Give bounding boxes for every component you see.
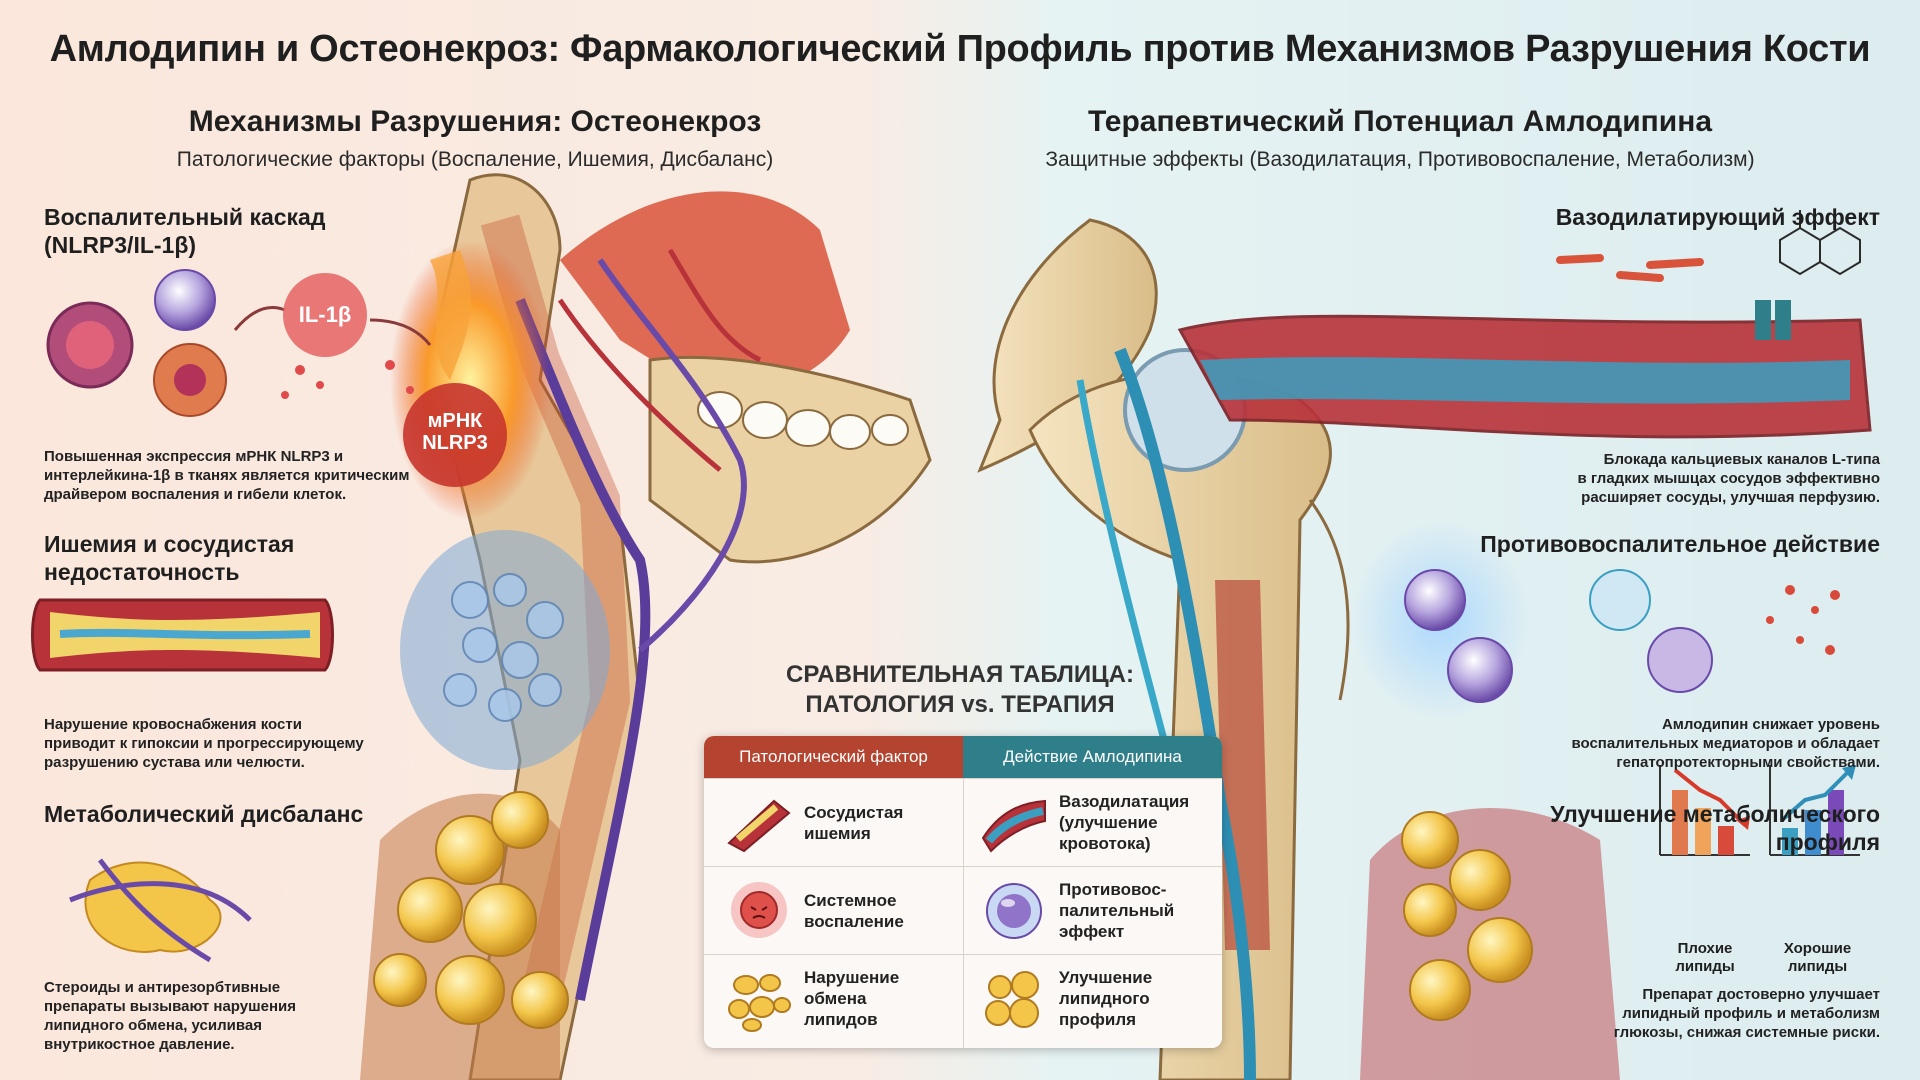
- right-heading: Терапевтический Потенциал Амлодипина: [1087, 105, 1713, 138]
- left-heading: Механизмы Разрушения: Остеонекроз: [188, 105, 762, 138]
- metabolic-text-right: Препарат достоверно улучшает липидный пр…: [1613, 986, 1880, 1041]
- col-header-pathology: Патологический фактор: [704, 736, 963, 778]
- mrna-label: мРНК NLRP3: [422, 410, 488, 454]
- metabolic-title-left: Метаболический дисбаланс: [44, 801, 364, 827]
- factor-ischemia: Сосудистая ишемия: [804, 803, 904, 843]
- col-header-action: Действие Амлодипина: [963, 736, 1222, 778]
- inflammation-cells: [46, 269, 507, 487]
- metabolic-text-left: Стероиды и антирезорбтивные препараты вы…: [44, 979, 296, 1053]
- page-title: Амлодипин и Остеонекроз: Фармакологическ…: [49, 28, 1871, 70]
- calm-cell-icon: [986, 883, 1042, 939]
- vasodilation-vessel-icon: [981, 799, 1046, 853]
- ischemia-title: Ишемия и сосудистая недостаточность: [44, 531, 295, 585]
- fat-cells-left: [360, 791, 569, 1080]
- femur-illustration: [977, 218, 1350, 1080]
- healthy-lipids-icon: [985, 971, 1039, 1028]
- comparison-title: СРАВНИТЕЛЬНАЯ ТАБЛИЦА: ПАТОЛОГИЯ vs. ТЕР…: [786, 661, 1134, 718]
- factor-lipids: Нарушение обмена липидов: [804, 968, 900, 1029]
- inflammation-title: Воспалительный каскад (NLRP3/IL-1β): [44, 204, 326, 258]
- left-subheading: Патологические факторы (Воспаление, Ишем…: [176, 148, 774, 171]
- ischemia-vessel-icon: [727, 799, 791, 853]
- action-antiinflammatory: Противовос- палительный эффект: [1059, 880, 1175, 941]
- inflammation-text: Повышенная экспрессия мРНК NLRP3 и интер…: [44, 448, 410, 503]
- ischemia-text: Нарушение кровоснабжения кости приводит …: [44, 716, 364, 771]
- metabolic-title-right: Улучшение метаболического профиля: [1550, 801, 1880, 855]
- immune-cells-right: [1350, 520, 1840, 720]
- action-vasodilation: Вазодилатация (улучшение кровотока): [1059, 792, 1190, 853]
- antiinflammatory-title: Противовоспалительное действие: [1480, 531, 1880, 557]
- vasodilation-title: Вазодилатирующий эффект: [1555, 204, 1880, 230]
- comparison-table: Патологический фактор Действие Амлодипин…: [704, 736, 1222, 1048]
- factor-inflammation: Системное воспаление: [804, 891, 904, 931]
- lipid-charts: [1659, 765, 1860, 856]
- right-subheading: Защитные эффекты (Вазодилатация, Противо…: [1045, 148, 1755, 171]
- blue-tissue: [400, 530, 610, 770]
- good-lipids-label: Хорошие липиды: [1783, 940, 1852, 975]
- lipid-droplets-icon: [728, 974, 791, 1032]
- vasodilation-text: Блокада кальциевых каналов L-типа в глад…: [1577, 451, 1880, 506]
- table-row: Сосудистая ишемия Вазодилатация (улучшен…: [704, 778, 1222, 867]
- bad-lipids-label: Плохие липиды: [1675, 940, 1735, 975]
- antiinflammatory-text: Амлодипин снижает уровень воспалительных…: [1571, 716, 1880, 771]
- dilated-vessel: [1177, 210, 1872, 439]
- narrowed-vessel: [31, 598, 334, 672]
- lipid-cluster: [69, 858, 252, 963]
- fat-cells-right: [1360, 807, 1620, 1080]
- action-lipid-profile: Улучшение липидного профиля: [1059, 968, 1153, 1029]
- il1b-label: IL-1β: [298, 302, 352, 327]
- table-divider: [963, 778, 964, 1048]
- inflamed-cell-icon: [731, 882, 787, 938]
- table-row: Системное воспаление Противовос- палител…: [704, 866, 1222, 955]
- table-row: Нарушение обмена липидов Улучшение липид…: [704, 954, 1222, 1048]
